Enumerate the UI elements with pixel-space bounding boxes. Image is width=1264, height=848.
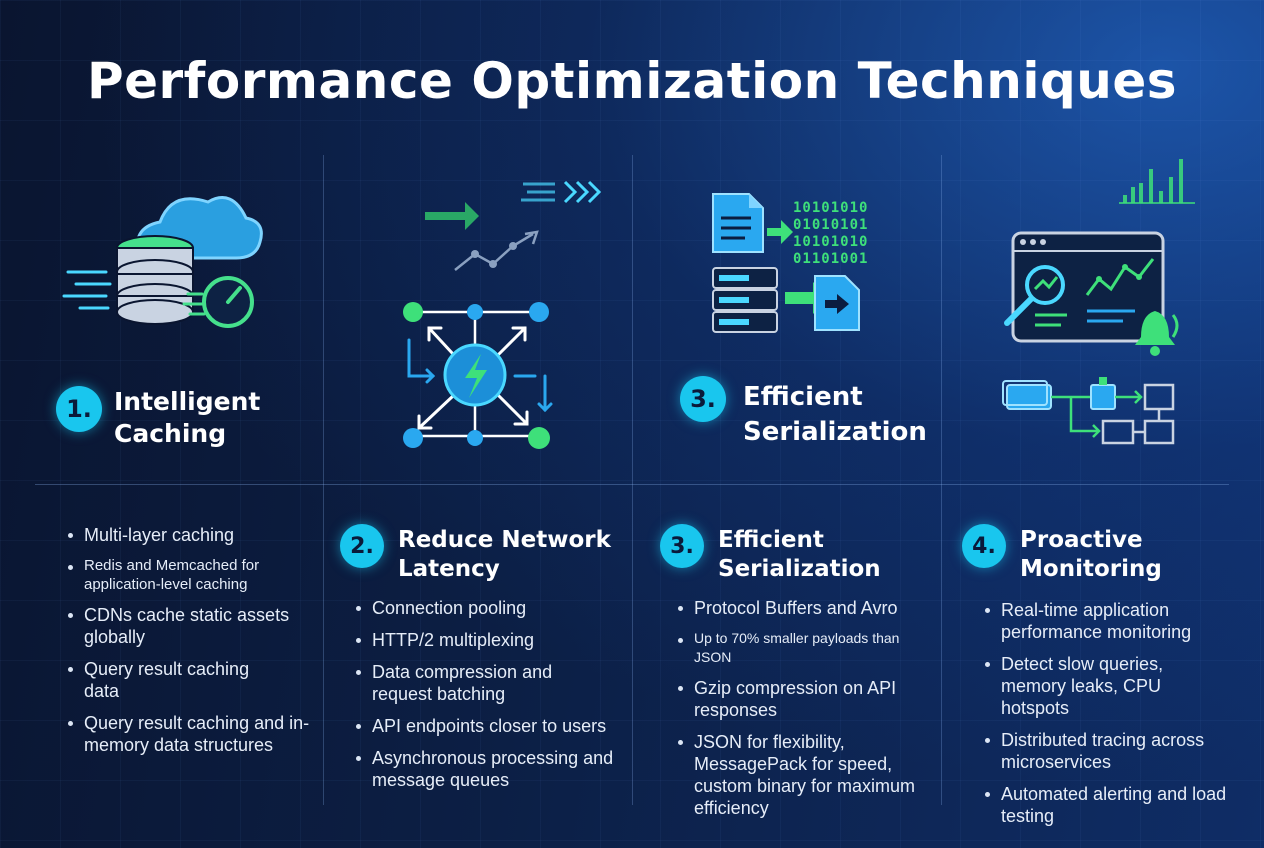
heading-line: Efficient (743, 382, 863, 412)
bullet-list-serialization: Protocol Buffers and Avro Up to 70% smal… (676, 597, 938, 829)
binary-line: 01101001 (793, 251, 869, 267)
heading-line: Intelligent (114, 387, 261, 416)
page-title: Performance Optimization Techniques (86, 52, 1178, 110)
list-item: Multi-layer caching (66, 524, 316, 546)
network-hub-icon (403, 180, 602, 449)
bullet-list-monitoring: Real-time application performance monito… (983, 599, 1233, 837)
step-badge: 2. (340, 524, 384, 568)
heading-line: Efficient (718, 527, 824, 553)
heading-line: Monitoring (1020, 556, 1162, 582)
list-item: JSON for flexibility, MessagePack for sp… (676, 731, 924, 819)
heading-intelligent-caching: Intelligent Caching (114, 386, 260, 450)
heading-line: Latency (398, 556, 500, 582)
bullet-list-caching: Multi-layer caching Redis and Memcached … (66, 524, 316, 766)
binary-code: 10101010 01010101 10101010 01101001 (793, 200, 868, 268)
column-divider (632, 155, 633, 805)
serialization-icon (712, 193, 860, 333)
list-item: Query result caching and in-memory data … (66, 712, 316, 756)
column-divider (323, 155, 324, 805)
column-divider (941, 155, 942, 805)
monitoring-dashboard-icon (1002, 159, 1195, 445)
list-item: Automated alerting and load testing (983, 783, 1233, 827)
heading-efficient-serialization-lower: Efficient Serialization (718, 526, 881, 584)
list-item: HTTP/2 multiplexing (354, 629, 616, 651)
heading-efficient-serialization: Efficient Serialization (743, 380, 927, 450)
binary-line: 10101010 (793, 200, 869, 216)
heading-line: Reduce Network (398, 527, 611, 553)
list-item: Gzip compression on API responses (676, 677, 914, 721)
list-item: Connection pooling (354, 597, 616, 619)
heading-line: Serialization (743, 417, 927, 447)
list-item: Query result caching data (66, 658, 264, 702)
list-item: Distributed tracing across microservices (983, 729, 1211, 773)
list-item: Protocol Buffers and Avro (676, 597, 938, 619)
heading-line: Caching (114, 419, 227, 448)
list-item: Data compression and request batching (354, 661, 562, 705)
list-item: Up to 70% smaller payloads than JSON (676, 629, 938, 667)
cloud-database-icon (62, 196, 263, 328)
heading-reduce-network-latency: Reduce Network Latency (398, 526, 611, 584)
step-badge: 4. (962, 524, 1006, 568)
list-item: Asynchronous processing and message queu… (354, 747, 616, 791)
binary-line: 10101010 (793, 234, 869, 250)
binary-line: 01010101 (793, 217, 869, 233)
heading-line: Serialization (718, 556, 881, 582)
list-item: Detect slow queries, memory leaks, CPU h… (983, 653, 1233, 719)
heading-proactive-monitoring: Proactive Monitoring (1020, 526, 1162, 584)
step-badge: 1. (56, 386, 102, 432)
bullet-list-network: Connection pooling HTTP/2 multiplexing D… (354, 597, 616, 801)
row-divider (35, 484, 1229, 485)
list-item: Real-time application performance monito… (983, 599, 1233, 643)
step-badge: 3. (660, 524, 704, 568)
step-badge: 3. (680, 376, 726, 422)
list-item: API endpoints closer to users (354, 715, 616, 737)
list-item: CDNs cache static assets globally (66, 604, 316, 648)
heading-line: Proactive (1020, 527, 1143, 553)
list-item: Redis and Memcached for application-leve… (66, 556, 316, 594)
